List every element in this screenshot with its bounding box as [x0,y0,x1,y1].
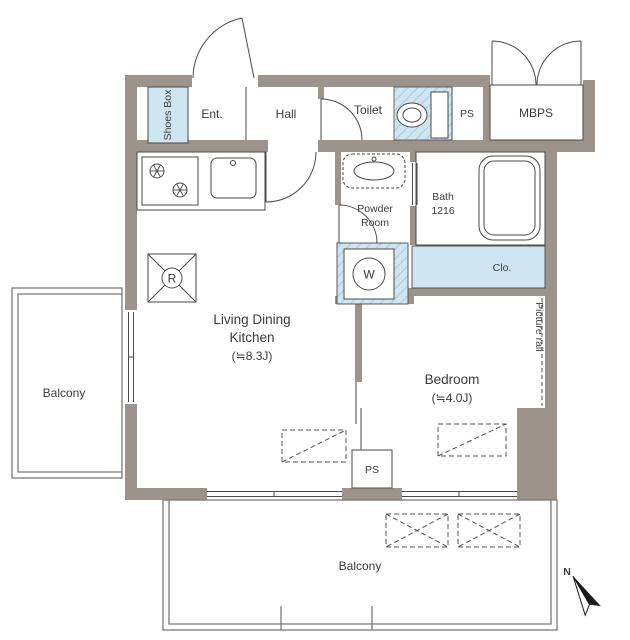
wall-segment [258,75,490,87]
wall-segment [545,148,557,408]
wall-segment [335,152,341,205]
dashed-markers [281,423,521,548]
balcony-rail [11,287,123,479]
balcony-rail [162,499,558,631]
doors [192,17,582,450]
windows [125,310,517,497]
basin-counter [342,153,406,189]
entrance-door-leaf [241,17,255,79]
shoes-box-label: Shoes Box [162,89,174,141]
entrance-label: Ent. [201,107,222,121]
balcony-rail-inner [17,293,122,473]
shoes-box-area [147,86,189,144]
washer-label: W [363,268,375,282]
mbps-box [489,84,584,141]
wall-segment [318,140,595,152]
balcony-rail-inner [168,500,552,625]
bath-room-outline [415,151,546,246]
toilet-label: Toilet [354,103,383,117]
washbasin-icon [342,153,406,189]
fridge-label: R [168,272,177,286]
fridge-circle [161,267,183,289]
balcony-bottom-outline [162,499,558,631]
burner-star [173,184,187,196]
wall-segment [483,87,491,140]
bathtub-icon [478,155,541,241]
washer-icon: W [343,248,395,300]
room-labels: Shoes Box Ent. Hall Toilet PS MBPS Powde… [43,89,553,573]
wall-segment [125,87,137,312]
burner-icon [149,163,165,179]
wall-segment [342,488,402,500]
stove-icon [141,156,199,206]
toilet-seat [402,107,422,123]
ldk-dashed-diagonal [281,429,347,463]
balcony-bottom-label: Balcony [339,559,382,573]
mbps-door-arc [536,40,582,86]
wall-segment [410,206,416,245]
compass-north-label: N [563,566,571,578]
bath-label-2: 1216 [431,205,455,217]
bedroom-size-label: (≒4.0J) [432,391,473,405]
balcony-unit-cross [457,513,521,548]
ps-bottom-label: PS [365,464,379,476]
washer-pan [343,248,395,300]
counter-outline [136,151,266,211]
toilet-fixture-icon [396,91,449,139]
wall-segment [583,80,595,140]
wall-segment [410,152,416,162]
picture-rail-label: Picture rail [533,302,545,352]
bedroom-dashed-box [437,423,507,457]
burner-star [150,165,164,177]
ldk-label-1: Living Dining [213,312,290,327]
balcony-left-label: Balcony [43,386,86,400]
wall-segment [125,402,137,500]
powder-door-arc [338,204,378,244]
wall-segment [404,288,545,296]
kitchen-counter [136,151,266,211]
mbps-label: MBPS [519,106,553,120]
compass-icon: N [563,566,601,617]
wall-segment [125,75,192,87]
washer-drum [352,257,386,291]
refrigerator-icon: R [147,253,197,303]
compass-needle-light [572,575,591,617]
bath-label-1: Bath [432,191,454,203]
wall-segment [517,408,557,500]
toilet-door-arc [320,98,363,141]
bedroom-label: Bedroom [425,372,480,387]
entrance-door-arc [192,17,243,79]
hall-door-arc [265,151,317,203]
toilet-tank [430,91,449,139]
basin-faucet [371,156,377,162]
powder-room-label-2: Room [361,217,389,229]
bathtub-inner [483,160,536,236]
burner-icon [172,182,188,198]
basin-bowl [353,161,395,181]
hall-label: Hall [276,107,297,121]
closet-label: Clo. [493,262,512,274]
powder-room-label-1: Powder [357,203,393,215]
wall-segment [125,488,207,500]
balcony-unit-cross [385,513,449,548]
fridge-box [147,253,197,303]
sink-icon [210,157,257,199]
mbps-door-arc [491,40,537,86]
ldk-label-2: Kitchen [229,330,274,345]
bathtub-outer [478,155,541,241]
ps-top-label: PS [460,108,474,120]
wall-segment [318,87,324,99]
wall-segment [355,300,362,382]
toilet-bowl [396,102,428,128]
ps-bottom-box [351,449,393,489]
closet-area [411,245,546,289]
bedroom-dashed-diagonal [437,423,507,457]
ldk-dashed-box [281,429,347,463]
faucet-icon [230,160,236,166]
balcony-left-outline [11,287,123,479]
ldk-size-label: (≒8.3J) [232,349,273,363]
